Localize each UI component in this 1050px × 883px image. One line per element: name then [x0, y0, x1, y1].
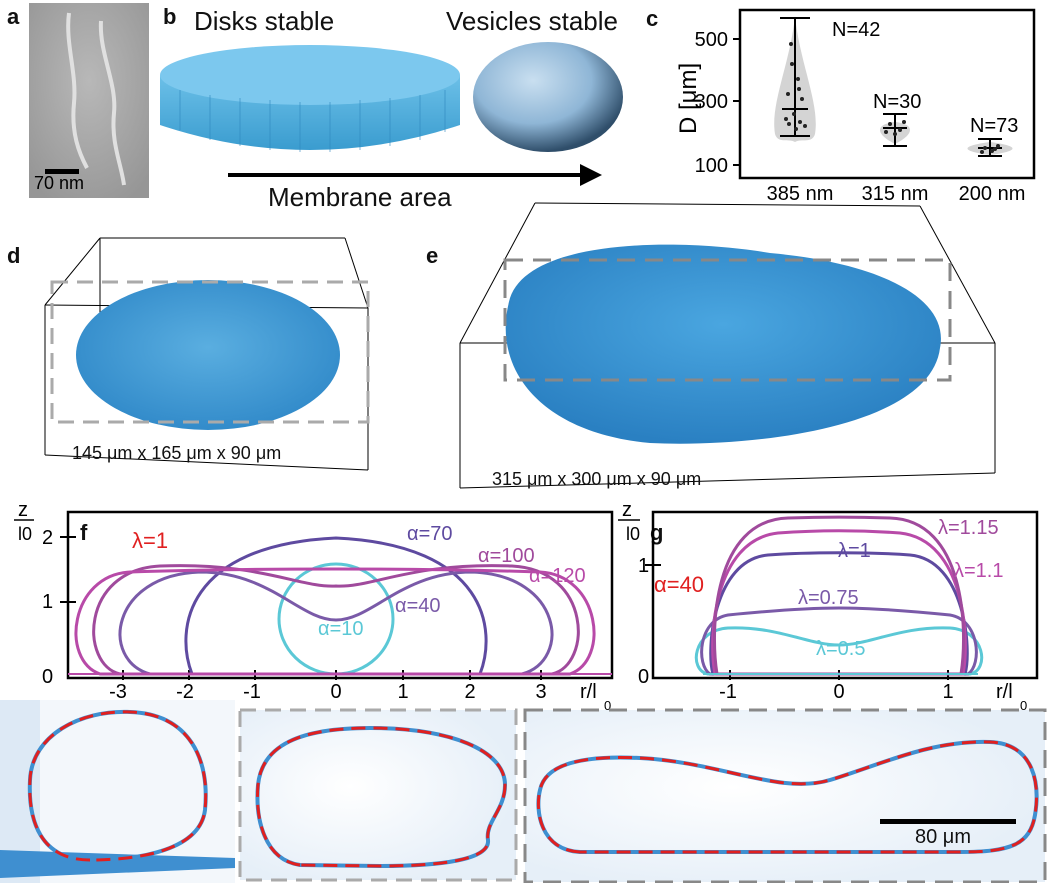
h-vesicle-3 [536, 739, 1039, 854]
g-ytick-0: 0 [638, 666, 649, 688]
f-label-a100: α=100 [478, 545, 535, 567]
g-xtick-m1: -1 [719, 681, 737, 703]
panel-label-d: d [7, 243, 21, 268]
panel-label-c: c [646, 6, 659, 31]
panel-label-e: e [426, 243, 439, 268]
vesicle-e [505, 244, 941, 444]
g-xlabel: r/l [996, 681, 1013, 703]
f-ytick-1: 1 [42, 591, 53, 613]
f-xtick-1: 1 [397, 681, 408, 703]
y-tick-500: 500 [695, 29, 728, 51]
disk-top [160, 45, 460, 105]
vesicle [473, 42, 623, 152]
f-ytick-0: 0 [42, 666, 53, 688]
f-xtick-3: 3 [535, 681, 546, 703]
g-label-l05: λ=0.5 [816, 638, 865, 660]
g-label-l075: λ=0.75 [798, 587, 859, 609]
x-label-200: 200 nm [959, 183, 1026, 205]
g-xtick-1: 1 [942, 681, 953, 703]
g-xlabel-sub: 0 [1020, 698, 1027, 713]
tem-fibers [29, 3, 149, 198]
f-xlabel-sub: 0 [604, 698, 611, 713]
f-xtick-0: 0 [330, 681, 341, 703]
plot-frame [738, 8, 1036, 180]
f-ylabel-z: z [18, 500, 28, 521]
curve-l075 [700, 606, 978, 676]
x-label-315: 315 nm [862, 183, 929, 205]
y-tick-300: 300 [695, 91, 728, 113]
g-alpha-label: α=40 [654, 572, 704, 597]
f-xtick-m1: -1 [243, 681, 261, 703]
panel-d-render [44, 237, 370, 471]
f-lambda-label: λ=1 [132, 528, 168, 553]
disk-and-vesicle-render [160, 42, 623, 186]
dims-label-d: 145 μm x 165 μm x 90 μm [72, 443, 282, 463]
panel-g-chart: z l0 1 0 -1 0 1 r/l 0 α=40 λ=1.15 λ=1 λ=… [618, 500, 1039, 713]
vesicle-d [76, 280, 340, 430]
y-tick-100: 100 [695, 155, 728, 177]
scale-bar-label-a: 70 nm [34, 173, 85, 193]
f-xtick-m2: -2 [176, 681, 194, 703]
g-label-l1: λ=1 [838, 540, 871, 562]
membrane-area-label: Membrane area [268, 182, 452, 212]
panel-f-chart: z l0 2 1 0 -3 -2 -1 0 1 2 3 r/l 0 λ=1 α=… [14, 500, 614, 713]
f-label-a70: α=70 [407, 523, 453, 545]
n-label-200: N=73 [970, 115, 1018, 137]
f-xtick-2: 2 [464, 681, 475, 703]
curve-l115 [713, 515, 965, 676]
scale-bar-label-h: 80 μm [915, 826, 971, 848]
disks-stable-title: Disks stable [194, 6, 335, 36]
f-frame [66, 510, 614, 680]
panel-c-violin-chart: 500 300 100 D [μm] N=42 N=30 N=73 385 nm… [675, 8, 1036, 205]
g-ylabel-l0: l0 [626, 524, 640, 544]
dims-label-e: 315 μm x 300 μm x 90 μm [492, 469, 702, 489]
f-xtick-m3: -3 [109, 681, 127, 703]
h-scale-bar [880, 819, 1016, 824]
panel-h-images [0, 700, 1047, 883]
curve-a70 [184, 536, 488, 676]
f-label-a10: α=10 [318, 618, 364, 640]
g-xtick-0: 0 [833, 681, 844, 703]
panel-label-f: f [80, 520, 88, 545]
f-label-a40: α=40 [395, 595, 441, 617]
g-frame [651, 510, 1039, 680]
f-xlabel: r/l [580, 681, 597, 703]
f-ytick-2: 2 [42, 527, 53, 549]
g-label-l115: λ=1.15 [938, 517, 999, 539]
panel-a: 70 nm [29, 3, 149, 198]
vesicles-stable-title: Vesicles stable [446, 6, 618, 36]
panel-label-b: b [163, 4, 177, 29]
curve-a100 [92, 564, 580, 676]
x-label-385: 385 nm [767, 183, 834, 205]
n-label-385: N=42 [832, 19, 880, 41]
f-ylabel-l0: l0 [18, 524, 32, 544]
g-ytick-1: 1 [638, 555, 649, 577]
g-label-l11: λ=1.1 [954, 560, 1003, 582]
y-axis-ticks [733, 38, 740, 166]
g-ylabel-z: z [622, 500, 632, 521]
panel-e-render [459, 202, 996, 489]
data-points [784, 42, 1000, 154]
panel-label-a: a [7, 4, 20, 29]
curve-a40 [118, 570, 554, 676]
curve-a120 [74, 567, 596, 676]
y-axis-label: D [μm] [675, 63, 702, 134]
f-label-a120: α=120 [529, 565, 586, 587]
n-label-315: N=30 [873, 91, 921, 113]
